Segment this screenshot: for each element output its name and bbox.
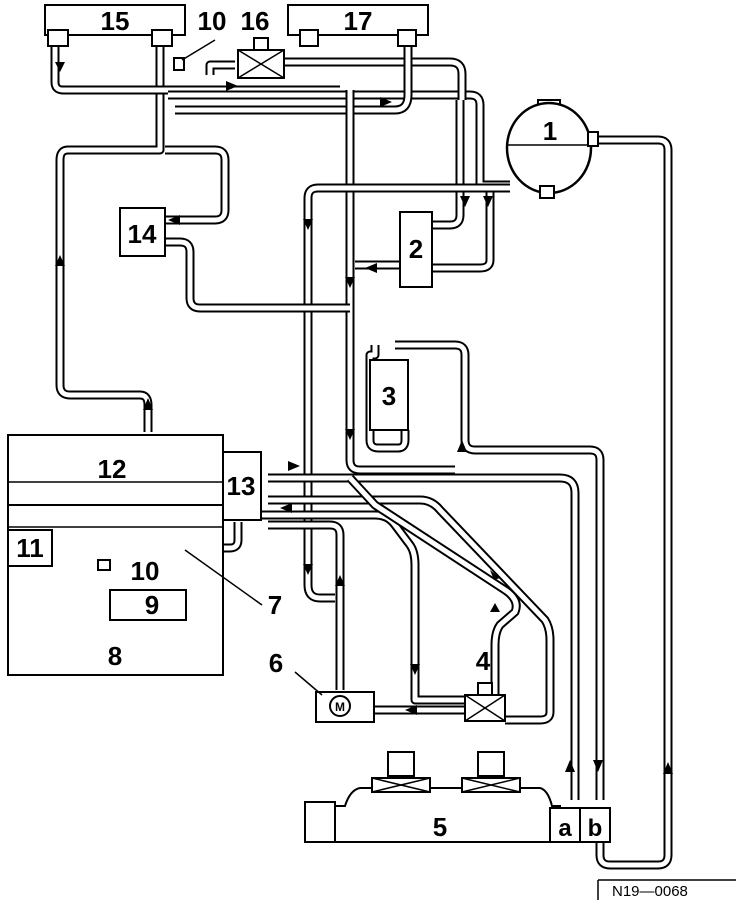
- heater-5: 5 a b: [304, 751, 611, 843]
- component-15-box: 15: [44, 4, 186, 47]
- port-b-label: b: [588, 815, 603, 842]
- component-9-label: 9: [145, 590, 159, 620]
- component-16-label: 16: [241, 6, 270, 36]
- component-9-box: 9: [109, 589, 187, 621]
- component-17-box: 17: [287, 4, 429, 47]
- reference-code-text: N19—0068: [612, 883, 688, 900]
- component-11-box: 11: [7, 529, 53, 567]
- component-4-label: 4: [476, 646, 491, 676]
- component-3-label: 3: [382, 381, 396, 411]
- component-14-label: 14: [128, 219, 157, 249]
- valve-16: 16: [237, 6, 285, 79]
- connector-10-bottom: 10: [97, 556, 160, 586]
- component-10-top-label: 10: [198, 6, 227, 36]
- leader-7: 7: [184, 549, 282, 620]
- pipe-network: [50, 40, 673, 870]
- component-12-label: 12: [98, 454, 127, 484]
- component-15-label: 15: [101, 6, 130, 36]
- component-2-label: 2: [409, 234, 423, 264]
- component-3-box: 3: [369, 359, 409, 431]
- component-11-label: 11: [16, 533, 44, 563]
- component-17-label: 17: [344, 6, 373, 36]
- pump-motor-icon: M: [335, 700, 345, 714]
- valve-4: 4: [464, 646, 506, 722]
- component-8-label: 8: [108, 641, 122, 671]
- expansion-tank-1: 1: [505, 99, 599, 199]
- component-5-label: 5: [433, 812, 447, 842]
- component-1-label: 1: [543, 116, 557, 146]
- pump-6: M 6: [269, 648, 375, 723]
- component-2-box: 2: [399, 211, 433, 288]
- component-6-label: 6: [269, 648, 283, 678]
- connector-10-top: 10: [173, 6, 227, 71]
- component-14-box: 14: [119, 207, 166, 257]
- component-13-box: 13: [222, 451, 262, 521]
- component-10-bottom-label: 10: [131, 556, 160, 586]
- port-a-label: a: [558, 815, 572, 842]
- component-13-label: 13: [227, 471, 256, 501]
- reference-code: N19—0068: [597, 879, 736, 900]
- component-7-label: 7: [268, 590, 282, 620]
- engine-block-12: 12: [7, 434, 224, 506]
